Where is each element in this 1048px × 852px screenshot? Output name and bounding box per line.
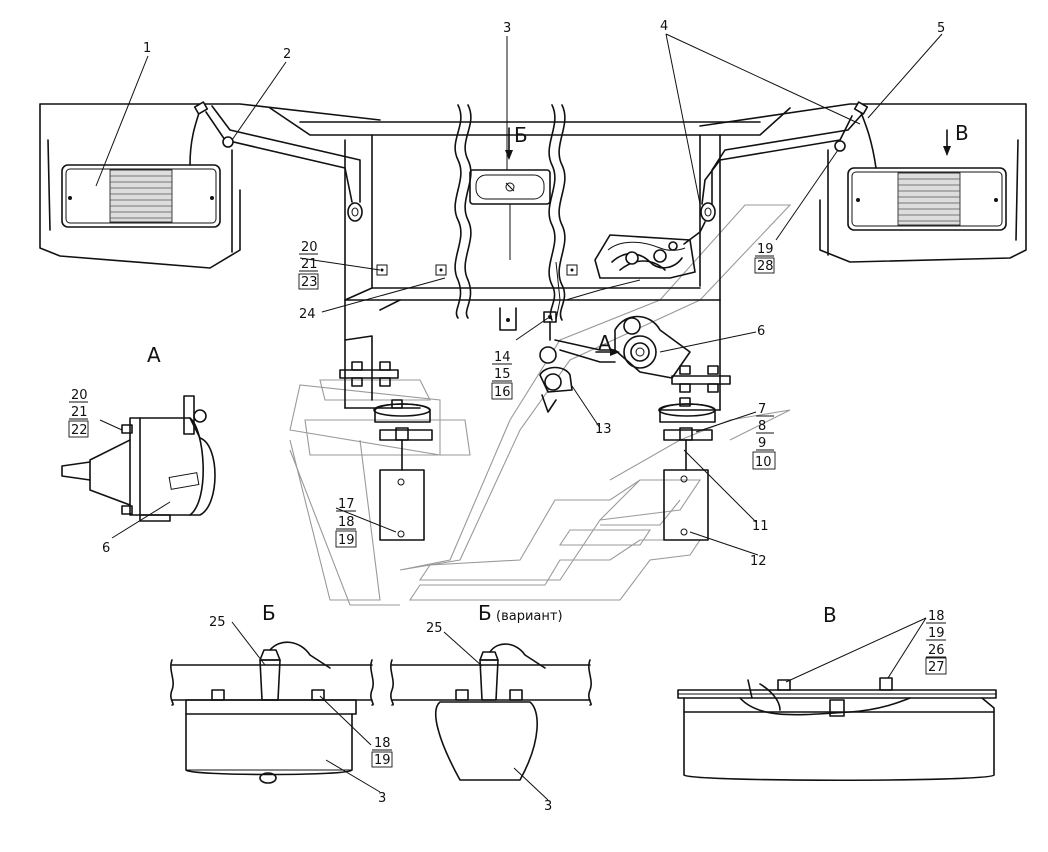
label-21-a: 21 (71, 405, 88, 420)
label-15: 15 (494, 367, 511, 382)
left-mount-bracket (339, 335, 433, 541)
label-17: 17 (338, 497, 355, 512)
plate-lamp (469, 169, 551, 260)
label-18-b: 18 (374, 736, 391, 751)
view-b-variant-note: (вариант) (496, 609, 563, 624)
view-v-arrow-letter: В (955, 121, 969, 145)
label-25-b: 25 (209, 615, 226, 630)
label-28: 28 (757, 259, 774, 274)
label-16: 16 (494, 385, 511, 400)
label-20-a: 20 (71, 388, 88, 403)
label-22: 22 (71, 423, 88, 438)
part-labels: 1 2 3 4 5 20 21 23 24 19 28 14 15 16 13 … (68, 19, 947, 814)
relay-block (594, 234, 696, 279)
label-19-v: 19 (928, 626, 945, 641)
view-b-variant-detail (390, 643, 592, 781)
label-26: 26 (928, 643, 945, 658)
left-rear-light (61, 164, 221, 228)
view-b-title: Б (262, 601, 276, 625)
connector-item-13 (539, 311, 573, 413)
label-6-a: 6 (102, 541, 110, 556)
right-rear-light (847, 167, 1007, 231)
label-6-right: 6 (757, 324, 765, 339)
main-frame (39, 103, 1027, 411)
leader-lines (95, 33, 943, 801)
label-5: 5 (937, 21, 945, 36)
wiring-harness (189, 101, 877, 363)
view-a-title: А (147, 343, 161, 367)
label-25-variant: 25 (426, 621, 443, 636)
perspective-frame (289, 204, 792, 606)
view-a-detail (61, 395, 216, 522)
label-11: 11 (752, 519, 769, 534)
label-2: 2 (283, 47, 291, 62)
label-20: 20 (301, 240, 318, 255)
label-3-top: 3 (503, 21, 511, 36)
label-3-variant: 3 (544, 799, 552, 814)
label-27: 27 (928, 660, 945, 675)
label-19-right: 19 (757, 242, 774, 257)
view-v-title: В (823, 603, 837, 627)
label-8: 8 (758, 419, 766, 434)
lamp-item-6 (614, 315, 691, 379)
view-b-detail (170, 641, 374, 784)
label-23: 23 (301, 275, 318, 290)
label-19-b: 19 (374, 753, 391, 768)
label-18-v: 18 (928, 609, 945, 624)
right-mount-bracket (658, 365, 731, 541)
view-b-variant-title: Б (478, 601, 492, 625)
label-18-mid: 18 (338, 515, 355, 530)
label-24: 24 (299, 307, 316, 322)
label-3-b: 3 (378, 791, 386, 806)
label-9: 9 (758, 436, 766, 451)
label-13: 13 (595, 422, 612, 437)
label-21: 21 (301, 257, 318, 272)
break-lines (454, 104, 566, 321)
label-4: 4 (660, 19, 668, 34)
label-14: 14 (494, 350, 511, 365)
label-12: 12 (750, 554, 767, 569)
view-a-arrow-letter: А (598, 331, 612, 355)
view-arrows (505, 127, 951, 356)
label-7: 7 (758, 402, 766, 417)
label-19-mid: 19 (338, 533, 355, 548)
label-1: 1 (143, 41, 151, 56)
label-10: 10 (755, 455, 772, 470)
view-letters: Б В А А Б Б (вариант) В (147, 121, 969, 627)
view-v-detail (677, 677, 997, 782)
view-b-arrow-letter: Б (514, 123, 528, 147)
